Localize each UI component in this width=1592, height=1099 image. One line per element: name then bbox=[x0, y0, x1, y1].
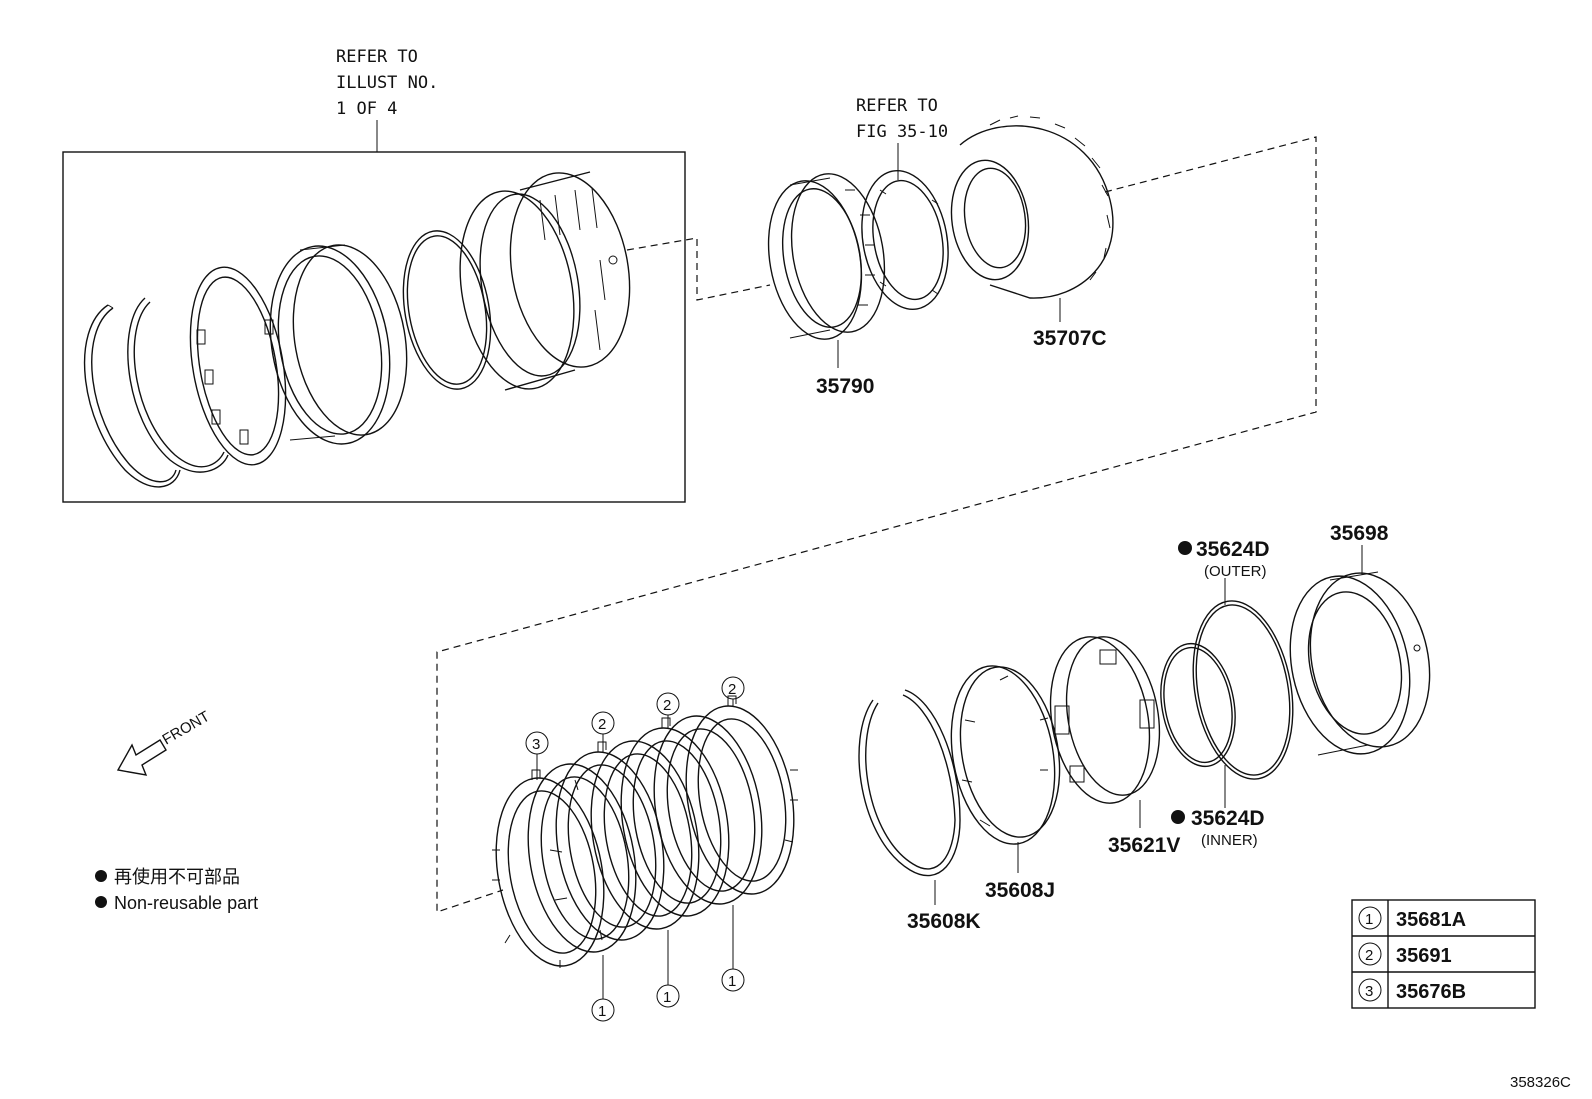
label-35707C: 35707C bbox=[1033, 327, 1107, 350]
svg-text:2: 2 bbox=[598, 716, 606, 733]
non-reusable-dot-icon bbox=[1178, 541, 1192, 555]
part-35608K-snap-ring bbox=[858, 689, 961, 905]
box-snap-ring-1 bbox=[83, 304, 181, 488]
front-label: FRONT bbox=[160, 708, 213, 749]
part-35624D-outer-o-ring bbox=[1192, 578, 1294, 780]
part-35621V-piston bbox=[1049, 636, 1161, 828]
box-piston-retainer bbox=[189, 266, 287, 466]
svg-text:35691: 35691 bbox=[1396, 945, 1452, 967]
table-row: 1 35681A bbox=[1358, 906, 1466, 931]
diagram-code: 358326C bbox=[1510, 1074, 1571, 1091]
non-reusable-dot-icon bbox=[95, 896, 107, 908]
refer-illust-line-1: REFER TO bbox=[336, 47, 418, 67]
svg-text:35676B: 35676B bbox=[1396, 981, 1466, 1003]
part-35790-one-way-clutch bbox=[767, 173, 886, 368]
callout-1-c: 1 bbox=[721, 905, 745, 992]
clutch-pack bbox=[492, 695, 798, 968]
label-inner-note: (INNER) bbox=[1201, 832, 1258, 849]
svg-text:3: 3 bbox=[1365, 983, 1373, 1000]
label-35624D-outer: 35624D bbox=[1196, 538, 1270, 561]
svg-text:3: 3 bbox=[532, 736, 540, 753]
legend-japanese: 再使用不可部品 bbox=[114, 867, 240, 887]
thrust-washer bbox=[861, 169, 949, 311]
non-reusable-dot-icon bbox=[1171, 810, 1185, 824]
refer-fig-line-2: FIG 35-10 bbox=[856, 122, 948, 142]
part-35707C-gear bbox=[950, 115, 1114, 322]
legend: 再使用不可部品 Non-reusable part bbox=[95, 867, 258, 913]
refer-illust-note: REFER TO ILLUST NO. 1 OF 4 bbox=[336, 47, 438, 152]
refer-illust-line-2: ILLUST NO. bbox=[336, 73, 438, 93]
svg-text:1: 1 bbox=[728, 973, 736, 990]
front-direction-arrow: FRONT bbox=[116, 708, 213, 776]
svg-text:2: 2 bbox=[728, 681, 736, 698]
label-35698: 35698 bbox=[1330, 522, 1389, 545]
part-35624D-inner-o-ring bbox=[1160, 642, 1236, 808]
callout-2-a: 2 bbox=[591, 711, 615, 752]
label-35621V: 35621V bbox=[1108, 834, 1180, 857]
callout-reference-table: 1 35681A 2 35691 3 35676B bbox=[1351, 899, 1536, 1009]
box-snap-ring-2 bbox=[127, 297, 229, 473]
svg-text:2: 2 bbox=[1365, 947, 1373, 964]
callout-1-a: 1 bbox=[591, 955, 615, 1022]
part-35698-cylinder bbox=[1289, 545, 1431, 756]
label-35790: 35790 bbox=[816, 375, 874, 398]
svg-text:1: 1 bbox=[598, 1003, 606, 1020]
callout-2-b: 2 bbox=[656, 692, 680, 728]
box-clutch-drum bbox=[459, 171, 631, 391]
refer-illust-line-3: 1 OF 4 bbox=[336, 99, 397, 119]
non-reusable-dot-icon bbox=[95, 870, 107, 882]
label-outer-note: (OUTER) bbox=[1204, 563, 1267, 580]
svg-text:35681A: 35681A bbox=[1396, 909, 1466, 931]
label-35608J: 35608J bbox=[985, 879, 1055, 902]
callout-1-b: 1 bbox=[656, 930, 680, 1008]
refer-fig-note: REFER TO FIG 35-10 bbox=[856, 96, 948, 180]
table-row: 3 35676B bbox=[1358, 978, 1466, 1003]
label-35608K: 35608K bbox=[907, 910, 981, 933]
svg-text:1: 1 bbox=[1365, 911, 1373, 928]
part-35608J-return-spring bbox=[950, 665, 1061, 873]
callout-2-c: 2 bbox=[721, 676, 745, 706]
box-piston bbox=[269, 244, 408, 445]
sub-assembly-box bbox=[62, 151, 686, 503]
svg-text:2: 2 bbox=[663, 697, 671, 714]
table-row: 2 35691 bbox=[1358, 942, 1452, 967]
svg-text:1: 1 bbox=[663, 989, 671, 1006]
box-o-ring bbox=[402, 230, 492, 390]
callout-3: 3 bbox=[525, 731, 549, 780]
legend-english: Non-reusable part bbox=[114, 893, 258, 913]
refer-fig-line-1: REFER TO bbox=[856, 96, 938, 116]
label-35624D-inner: 35624D bbox=[1191, 807, 1265, 830]
